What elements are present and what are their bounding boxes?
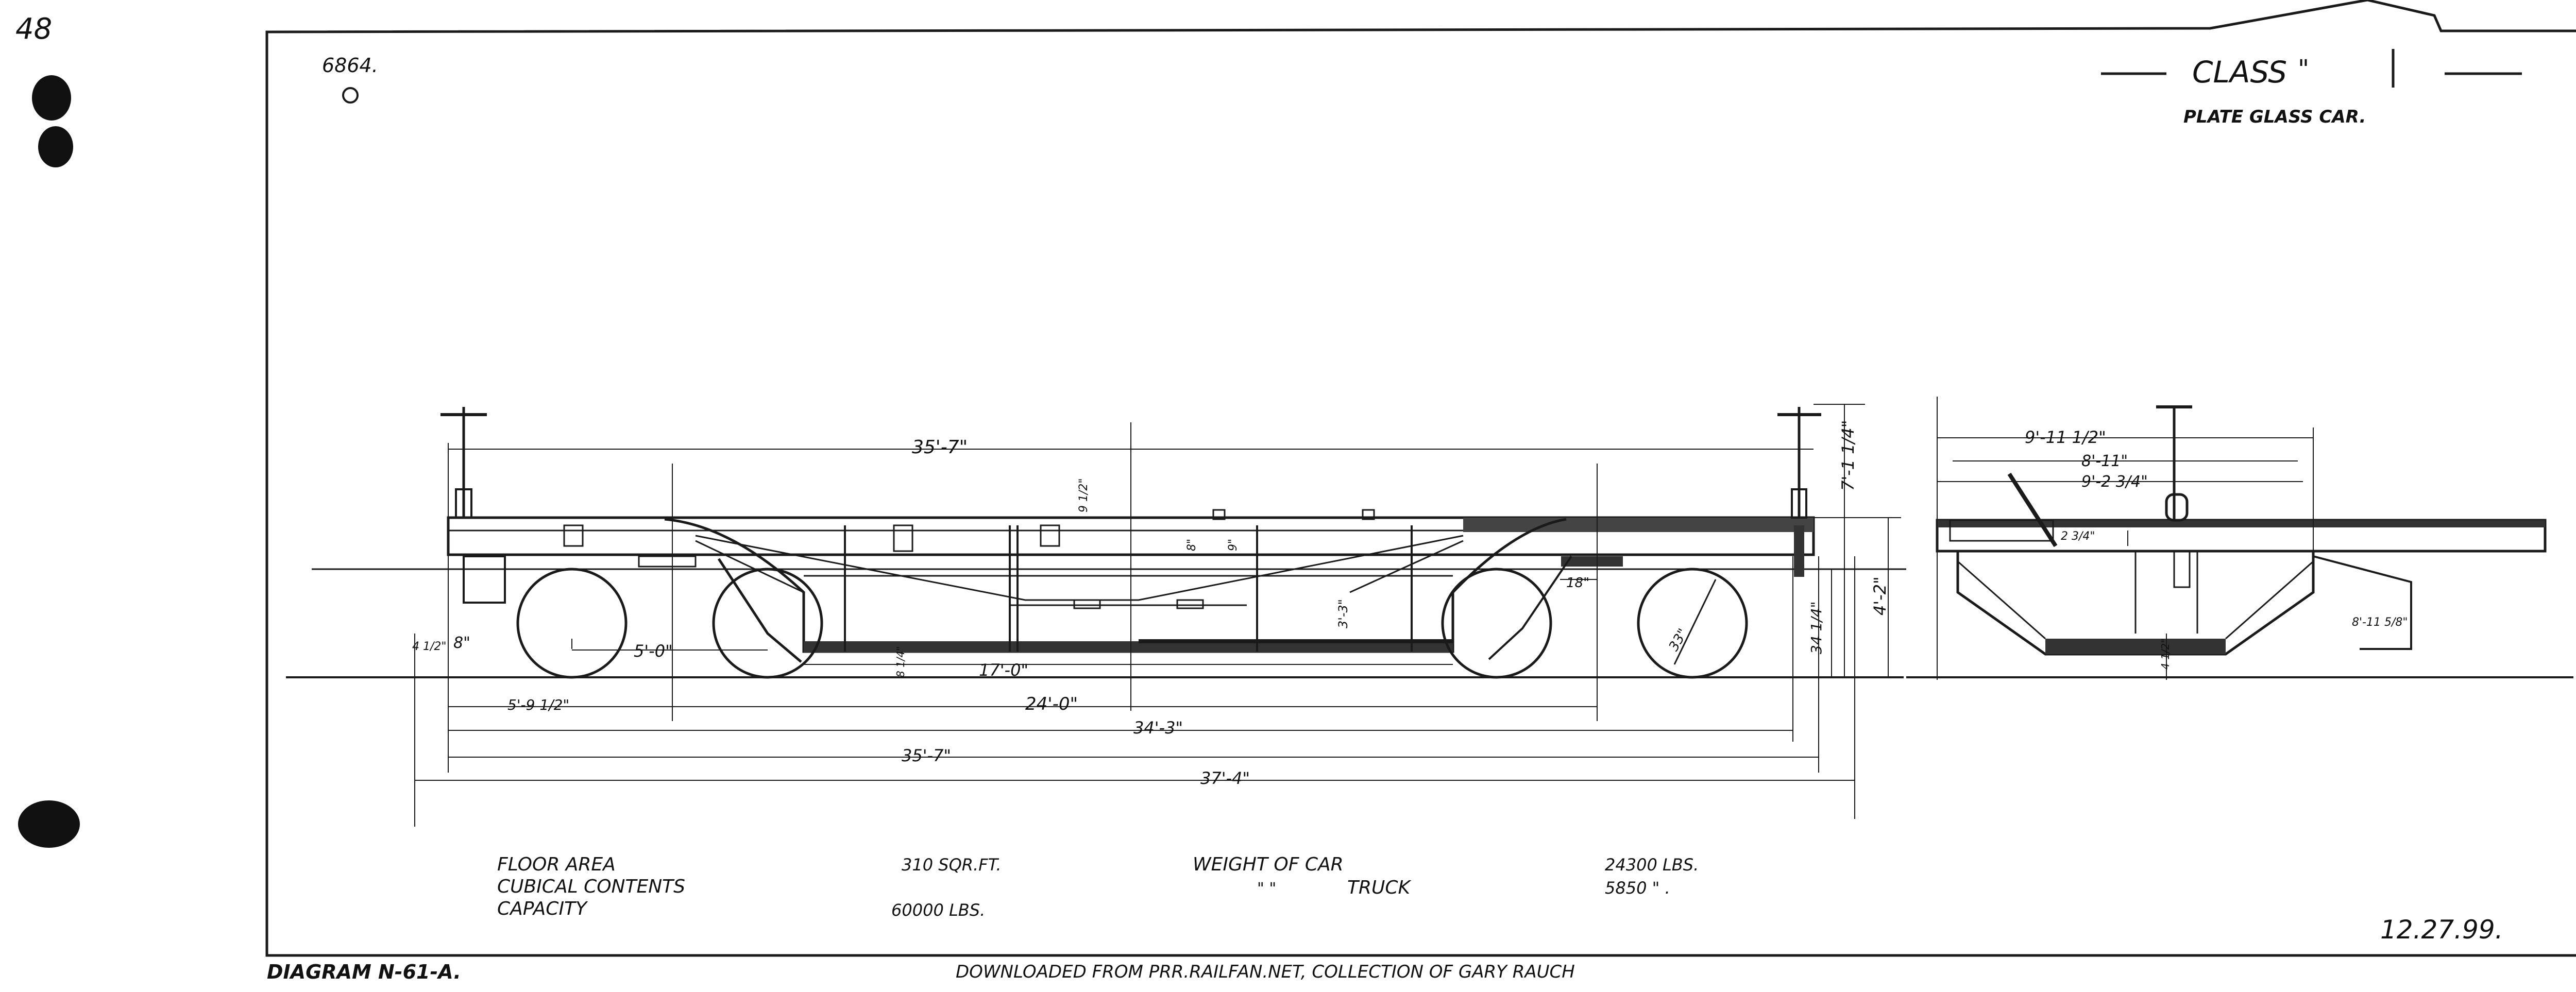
end-well-floor <box>2045 639 2226 654</box>
class-label: CLASS <box>2192 55 2287 90</box>
binder-hole-top <box>32 75 71 121</box>
end-elevation: 9'-11 1/2" 8'-11" 9'-2 3/4" 2 3/4" 8'-11… <box>1906 397 2573 680</box>
wheel-diameter-line <box>1673 579 1717 665</box>
brake-arm-left <box>717 558 802 663</box>
spec-ditto-marks: " " <box>1257 880 1276 898</box>
spec-weight-car-value: 24300 LBS. <box>1605 855 1699 875</box>
drawing-date: 12.27.99. <box>2380 915 2503 945</box>
dim-top-length: 35'-7" <box>912 437 968 458</box>
class-letter: " <box>2298 55 2309 83</box>
dim-wheel-base: 5'-0" <box>634 641 673 661</box>
truss-diagonals <box>695 540 1464 593</box>
dim-truck-from-end: 5'-9 1/2" <box>507 696 569 713</box>
dim-overall-length: 37'-4" <box>1200 768 1250 788</box>
dim-height-deck: 4'-2" <box>1870 576 1890 615</box>
stake-pocket <box>563 524 584 547</box>
end-brace-right <box>2225 560 2314 640</box>
spec-floor-area-label: FLOOR AREA <box>497 854 616 875</box>
wheel-1 <box>516 568 628 679</box>
deck-end-plate <box>1463 518 1814 532</box>
spec-floor-area-value: 310 SQR.FT. <box>902 855 1001 875</box>
brake-staff-right <box>1777 407 1821 577</box>
dim-center-depth: 3'-3" <box>1336 599 1350 628</box>
end-dim-bottom-small: 4 1/2" <box>2159 639 2172 670</box>
binder-holes <box>18 75 80 848</box>
center-sill-outline <box>664 518 1567 653</box>
spec-capacity-value: 60000 LBS. <box>891 900 985 920</box>
dim-coupler-length: 34'-3" <box>1133 718 1183 738</box>
stake-pockets <box>563 509 1375 552</box>
stake-posts <box>844 525 1413 652</box>
spec-weight-truck-label: TRUCK <box>1347 877 1411 898</box>
wheel-2 <box>712 568 823 679</box>
coupler-left <box>463 555 506 604</box>
coupler-right <box>1794 525 1804 577</box>
dim-stake-b: 8" <box>1185 539 1198 551</box>
dim-wheel-diameter: 33" <box>1666 626 1691 654</box>
dim-left-small: 4 1/2" <box>412 640 447 653</box>
end-coupler-knuckle <box>2165 493 2189 522</box>
dim-body-length: 35'-7" <box>902 746 951 765</box>
spec-table: FLOOR AREA CUBICAL CONTENTS CAPACITY 310… <box>497 854 1699 920</box>
bolster-left <box>638 555 697 568</box>
binder-hole-bottom <box>18 800 80 848</box>
binder-hole-middle <box>38 126 73 167</box>
well-floor <box>804 641 1453 653</box>
brake-ratchet-right <box>1791 488 1807 519</box>
dim-well-depth: 8 1/4" <box>894 646 907 677</box>
credit-line: DOWNLOADED FROM PRR.RAILFAN.NET, COLLECT… <box>956 962 1575 982</box>
car-type: PLATE GLASS CAR. <box>2183 107 2366 127</box>
dim-sill-width: 18" <box>1566 575 1589 591</box>
reference-circle <box>342 87 359 104</box>
dim-end-offset: 8" <box>453 634 470 652</box>
stake-pocket <box>1362 509 1375 520</box>
border-frame <box>265 0 2576 957</box>
end-brace-left <box>1957 560 2046 640</box>
dim-deck-to-rail: 34 1/4" <box>1808 602 1825 654</box>
spec-capacity-label: CAPACITY <box>497 898 588 919</box>
stake-pocket <box>1040 524 1060 547</box>
dim-truck-centers: 24'-0" <box>1025 694 1078 714</box>
drawing-number: 6864. <box>322 54 378 77</box>
spec-weight-car-label: WEIGHT OF CAR <box>1193 854 1344 875</box>
end-side-bracket <box>2313 555 2412 650</box>
page-number: 48 <box>15 12 52 46</box>
end-brake-lever <box>2007 472 2058 548</box>
end-coupler <box>2173 550 2191 588</box>
side-elevation: 35'-7" 7'-1 1/4" 4'-2" 34 1/4" 5'-0" 33"… <box>286 404 1906 827</box>
end-deck-top <box>1937 520 2545 527</box>
brake-cylinder <box>1073 599 1101 609</box>
end-dim-overall: 9'-11 1/2" <box>2025 427 2106 447</box>
dim-height-top: 7'-1 1/4" <box>1838 420 1858 491</box>
wheel-4 <box>1637 568 1748 679</box>
end-dim-side-height: 8'-11 5/8" <box>2352 616 2408 629</box>
stake-pocket <box>1212 509 1226 520</box>
diagram-number: DIAGRAM N-61-A. <box>267 961 461 983</box>
dim-stake-a: 9 1/2" <box>1077 478 1090 512</box>
end-step <box>1949 519 2054 542</box>
dim-well-length: 17'-0" <box>979 660 1028 680</box>
bolster-right <box>1561 556 1623 567</box>
spec-cubical-label: CUBICAL CONTENTS <box>497 876 685 897</box>
end-dim-side-small: 2 3/4" <box>2061 530 2095 543</box>
end-dim-sill: 9'-2 3/4" <box>2081 473 2148 491</box>
brake-reservoir <box>1176 599 1204 609</box>
brake-arm-right <box>1488 555 1572 660</box>
brake-staff-left <box>440 407 506 604</box>
wheel-3 <box>1441 568 1552 679</box>
spec-weight-truck-value: 5850 " . <box>1605 878 1670 898</box>
end-dim-inside: 8'-11" <box>2081 452 2128 470</box>
dim-stake-c: 9" <box>1227 539 1240 551</box>
stake-pocket <box>893 524 913 552</box>
brake-ratchet-left <box>455 488 472 519</box>
